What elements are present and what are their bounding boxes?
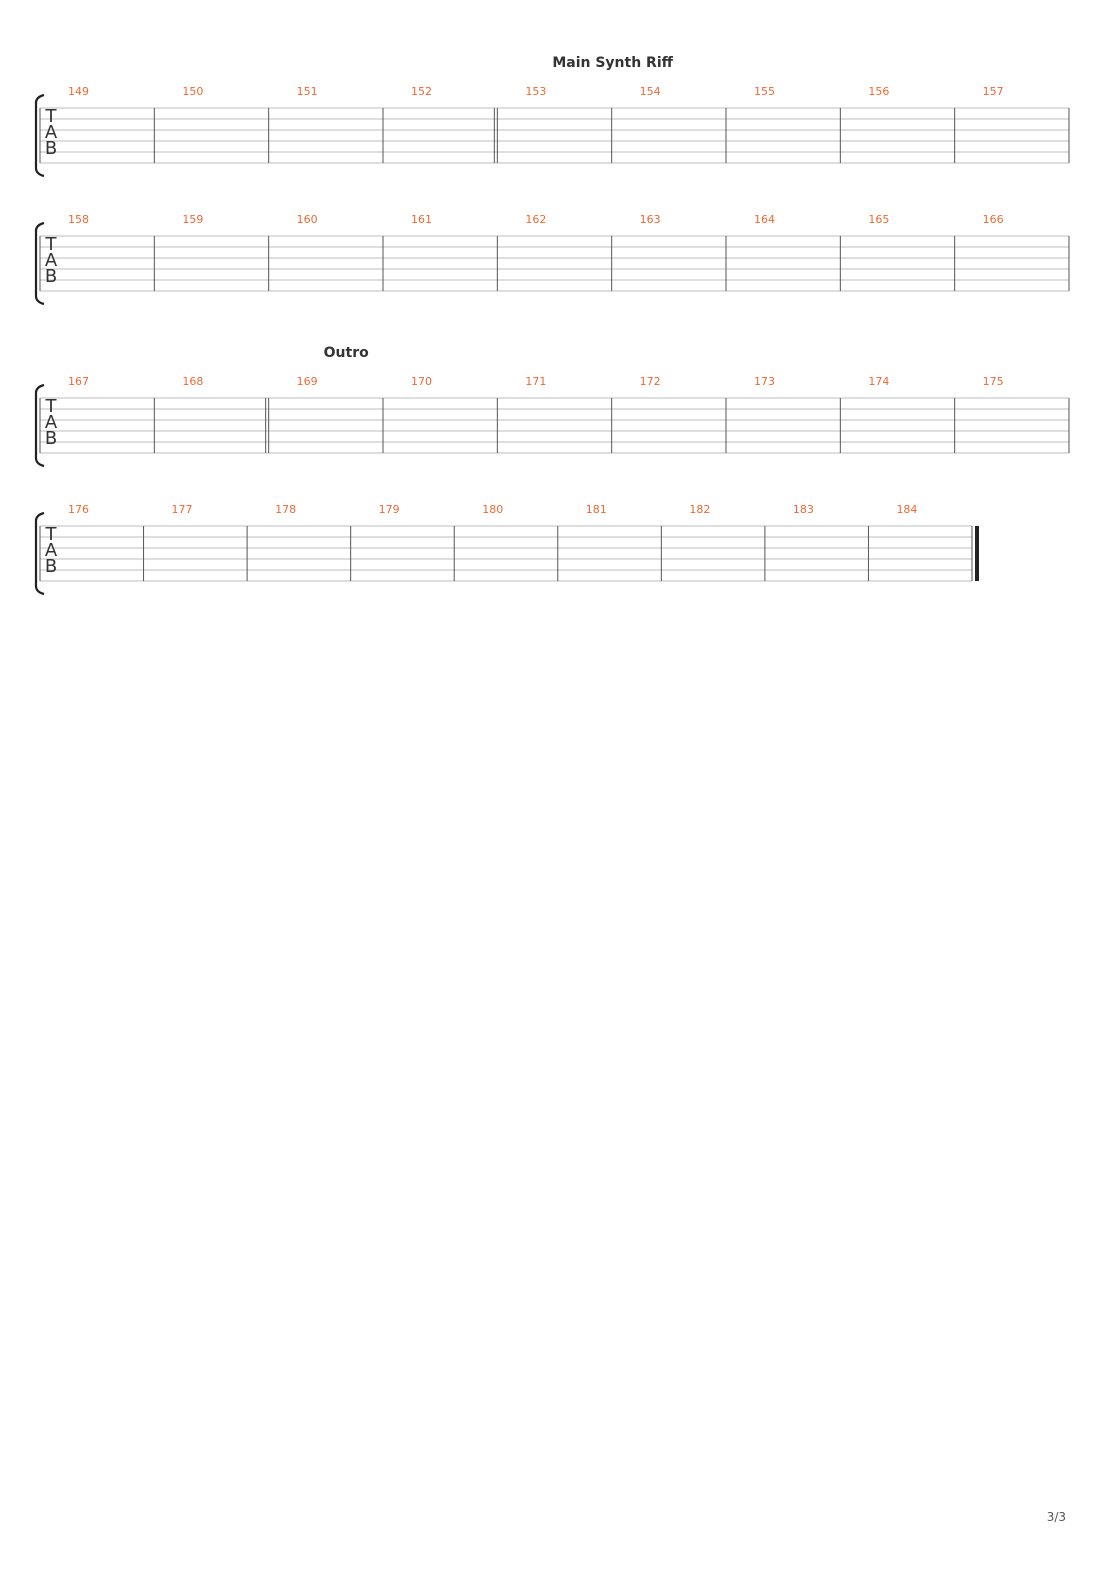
measure-number: 174 [868, 375, 889, 388]
measure-number: 167 [68, 375, 89, 388]
tab-clef-letter: A [45, 540, 58, 561]
tab-clef-letter: A [45, 122, 58, 143]
measure-number: 153 [525, 85, 546, 98]
tab-clef-letter: T [45, 106, 58, 127]
tab-clef-letter: B [45, 266, 57, 287]
measure-number: 175 [983, 375, 1004, 388]
system-bracket [34, 221, 45, 306]
measure-number: 155 [754, 85, 775, 98]
measure-number: 150 [182, 85, 203, 98]
measure-number: 157 [983, 85, 1004, 98]
system-bracket [34, 511, 45, 596]
measure-number: 183 [793, 503, 814, 516]
section-label: Outro [324, 345, 369, 361]
measure-number: 179 [379, 503, 400, 516]
system-bracket [34, 93, 45, 178]
measure-number: 168 [182, 375, 203, 388]
measure-number: 172 [640, 375, 661, 388]
measure-number: 154 [640, 85, 661, 98]
measure-number: 163 [640, 213, 661, 226]
measure-number: 184 [896, 503, 917, 516]
measure-number: 176 [68, 503, 89, 516]
section-label: Main Synth Riff [552, 55, 673, 71]
measure-number: 182 [689, 503, 710, 516]
measure-number: 166 [983, 213, 1004, 226]
tab-clef-letter: B [45, 138, 57, 159]
page-number: 3/3 [1046, 1510, 1066, 1524]
tab-clef-letter: B [45, 556, 57, 577]
measure-number: 164 [754, 213, 775, 226]
measure-number: 170 [411, 375, 432, 388]
measure-number: 160 [297, 213, 318, 226]
measure-number: 180 [482, 503, 503, 516]
measure-number: 156 [868, 85, 889, 98]
system-bracket [34, 383, 45, 468]
tab-clef-letter: A [45, 250, 58, 271]
measure-number: 178 [275, 503, 296, 516]
tab-clef-letter: B [45, 428, 57, 449]
measure-number: 149 [68, 85, 89, 98]
tab-clef-letter: T [45, 234, 58, 255]
measure-number: 158 [68, 213, 89, 226]
measure-number: 173 [754, 375, 775, 388]
measure-number: 177 [172, 503, 193, 516]
measure-number: 152 [411, 85, 432, 98]
measure-number: 162 [525, 213, 546, 226]
measure-number: 161 [411, 213, 432, 226]
measure-number: 151 [297, 85, 318, 98]
final-barline [975, 526, 979, 581]
tab-clef-letter: T [45, 524, 58, 545]
measure-number: 159 [182, 213, 203, 226]
tab-clef-letter: A [45, 412, 58, 433]
measure-number: 169 [297, 375, 318, 388]
measure-number: 181 [586, 503, 607, 516]
measure-number: 165 [868, 213, 889, 226]
measure-number: 171 [525, 375, 546, 388]
tab-clef-letter: T [45, 396, 58, 417]
